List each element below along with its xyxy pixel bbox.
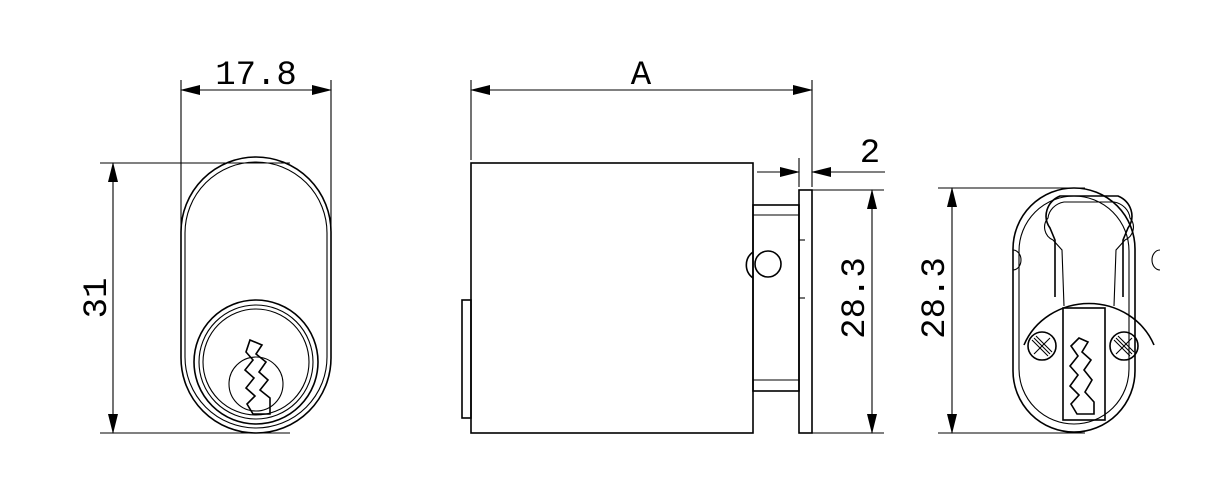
side-left-bump bbox=[461, 299, 472, 419]
tailpiece-key-profile bbox=[1068, 337, 1095, 415]
front-oval-outline bbox=[180, 156, 332, 434]
back-view: 28.3 bbox=[917, 187, 1161, 434]
back-cam-inner bbox=[1044, 201, 1134, 307]
keyway-profile bbox=[243, 338, 271, 415]
plug-outer-ring bbox=[193, 299, 319, 425]
back-recess-right bbox=[1151, 249, 1161, 271]
screw-hole-notch bbox=[745, 251, 754, 279]
back-oval-inner bbox=[1018, 195, 1130, 425]
back-cam-outline bbox=[1045, 195, 1133, 297]
tailpiece bbox=[1062, 307, 1106, 421]
side-step bbox=[752, 204, 800, 392]
dim-back-height-label: 28.3 bbox=[917, 257, 955, 339]
back-plug-arc bbox=[1023, 302, 1155, 346]
screw-right bbox=[1109, 331, 1139, 361]
plug-ring bbox=[198, 304, 314, 420]
front-view: 17.8 31 bbox=[79, 57, 332, 434]
dim-a-label: A bbox=[631, 57, 652, 95]
side-body bbox=[470, 162, 754, 434]
plug-inner-ring bbox=[202, 308, 310, 416]
screw-left bbox=[1027, 331, 1057, 361]
dim-flange-label: 2 bbox=[860, 135, 880, 173]
dim-side-height-label: 28.3 bbox=[837, 257, 875, 339]
side-flange bbox=[798, 189, 813, 434]
side-view: A 2 28.3 bbox=[461, 57, 885, 434]
back-recess-left bbox=[1012, 249, 1022, 271]
plug-face bbox=[228, 356, 284, 412]
dim-height-label: 31 bbox=[79, 278, 117, 319]
screw-hole bbox=[754, 250, 782, 278]
dim-width-label: 17.8 bbox=[215, 57, 297, 95]
back-oval-outline bbox=[1012, 187, 1136, 433]
front-oval-inner bbox=[184, 161, 328, 429]
